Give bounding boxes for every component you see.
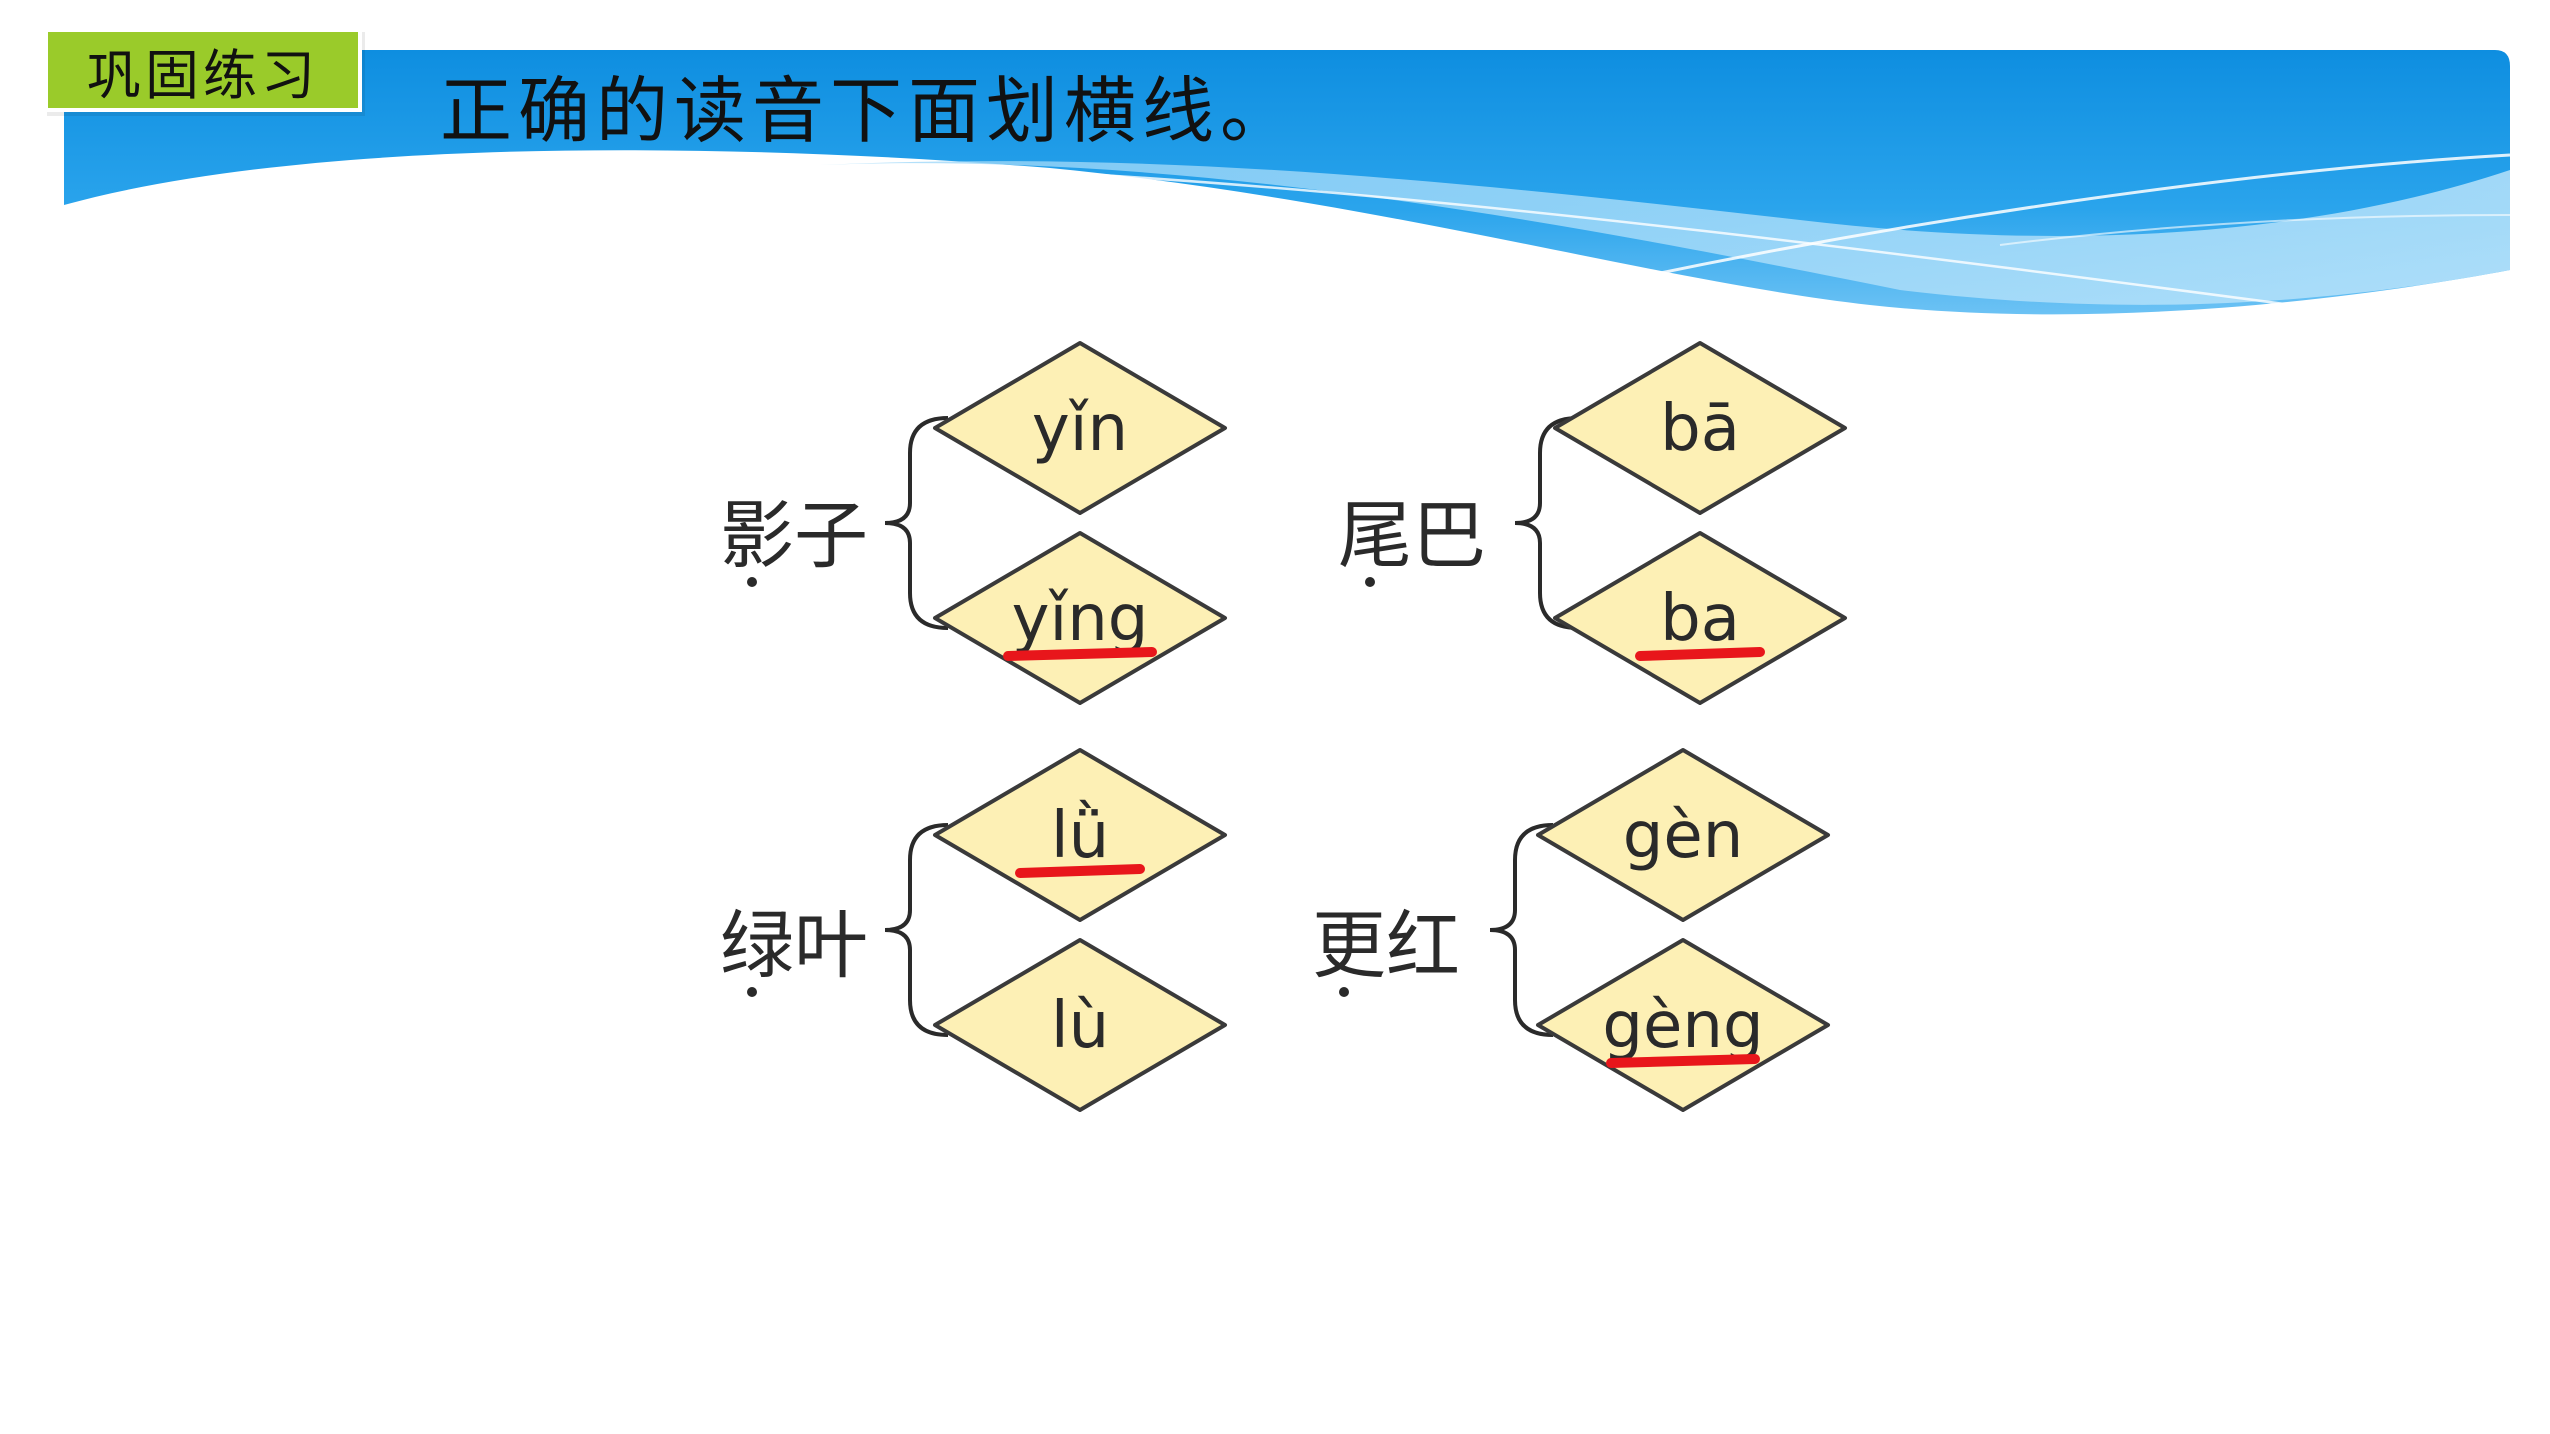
pinyin-text: yǐn <box>1032 392 1128 466</box>
word-group: 尾巴 bā ba <box>1338 341 1847 705</box>
answer-underline <box>1635 647 1765 661</box>
pinyin-text: ba <box>1660 582 1740 656</box>
pinyin-diamond[interactable] <box>933 938 1227 1112</box>
chinese-word: 绿叶 <box>720 903 868 989</box>
word-group: 更红 gèn gèng <box>1312 748 1830 1112</box>
emphasis-dot <box>747 577 757 587</box>
chinese-word: 影子 <box>720 493 868 579</box>
curly-brace <box>884 416 949 630</box>
curly-brace <box>1514 416 1579 630</box>
emphasis-dot <box>1365 577 1375 587</box>
chinese-word: 更红 <box>1312 903 1460 989</box>
header-banner <box>64 50 2511 315</box>
word-group: 影子 yǐn yǐng <box>720 341 1227 705</box>
curly-brace <box>884 823 949 1037</box>
pinyin-text: lǜ <box>1051 799 1109 873</box>
word-group: 绿叶 lǜ lù <box>720 748 1227 1112</box>
pinyin-text: gèng <box>1602 989 1763 1063</box>
pinyin-diamond[interactable] <box>933 341 1227 515</box>
section-badge: 巩固练习 <box>44 28 362 112</box>
instruction-title: 正确的读音下面划横线。 <box>440 69 1299 153</box>
pinyin-text: yǐng <box>1012 582 1149 656</box>
pinyin-diamond[interactable] <box>1553 531 1847 705</box>
pinyin-diamond[interactable] <box>1553 341 1847 515</box>
chinese-word: 尾巴 <box>1338 493 1486 579</box>
emphasis-dot <box>1339 987 1349 997</box>
pinyin-diamond[interactable] <box>933 748 1227 922</box>
emphasis-dot <box>747 987 757 997</box>
curly-brace <box>1489 823 1554 1037</box>
answer-underline <box>1015 864 1145 878</box>
pinyin-text: lù <box>1051 989 1109 1063</box>
pinyin-text: bā <box>1660 392 1740 466</box>
answer-underline <box>1606 1054 1760 1068</box>
pinyin-text: gèn <box>1623 799 1744 873</box>
pinyin-diamond[interactable] <box>1536 748 1830 922</box>
answer-underline <box>1003 647 1157 661</box>
